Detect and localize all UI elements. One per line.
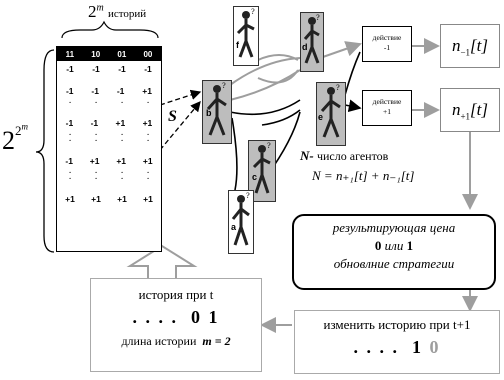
action-plus-box: действие +1	[362, 90, 412, 126]
agent-label-d: d	[302, 42, 308, 52]
strategies-count-label: 22m	[2, 122, 28, 155]
histories-count-label: 2m историй	[88, 2, 147, 21]
table-dots: ....	[68, 166, 150, 176]
history-t1-box: изменить историю при t+1 . . . . 1 0	[294, 310, 500, 374]
agent-f: ?	[233, 6, 259, 66]
agent-label-e: e	[318, 112, 324, 122]
table-dots: ....	[68, 172, 150, 182]
dashed-arrow-1	[159, 89, 202, 106]
table-dots: ....	[68, 134, 150, 144]
agent-label-b: b	[206, 108, 212, 118]
svg-text:?: ?	[336, 84, 340, 92]
history-t-values: . . . . 0 1	[132, 307, 220, 327]
table-row: +1+1+1+1	[65, 194, 153, 204]
strategy-table: 11 10 01 00 -1-1-1-1 -1-1-1+1 .... -1-1+…	[56, 46, 162, 252]
svg-text:?: ?	[246, 192, 250, 200]
count-plus-box: n+1[t]	[440, 88, 500, 132]
history-length: длина истории m = 2	[121, 334, 231, 348]
table-row: -1-1+1+1	[65, 118, 153, 128]
svg-text:?: ?	[222, 82, 226, 90]
stick-figure-icon: ?	[252, 142, 271, 194]
svg-text:?: ?	[267, 142, 271, 150]
count-minus-box: n−1[t]	[440, 24, 500, 68]
agent-count-caption: N- число агентов	[300, 148, 389, 163]
agent-label-c: c	[252, 172, 258, 182]
stick-figure-icon: ?	[231, 192, 250, 246]
table-row: -1-1-1+1	[65, 86, 152, 96]
agent-count-formula: N = n₊₁[t] + n₋₁[t]	[312, 168, 415, 183]
price-values: 0 или 1	[374, 238, 414, 253]
top-bracket	[61, 20, 159, 39]
history-t1-values: . . . . 1 0	[353, 337, 441, 357]
stick-figure-icon: ?	[206, 82, 227, 136]
stick-figure-icon: ?	[320, 84, 341, 138]
table-dots: ....	[68, 96, 150, 106]
stick-figure-icon: ?	[236, 8, 255, 58]
history-t-box: история при t . . . . 0 1 длина истории …	[90, 278, 262, 372]
agent-b: ?	[202, 80, 232, 144]
agent-label-a: a	[231, 222, 237, 232]
strategy-s-label: S	[168, 108, 177, 125]
agent-d: ?	[300, 12, 324, 72]
agent-a: ?	[228, 190, 254, 254]
svg-text:?: ?	[251, 8, 255, 16]
table-row: -1-1-1-1	[66, 64, 152, 74]
table-row: -1+1+1+1	[65, 156, 153, 166]
stick-figure-icon: ?	[303, 14, 320, 64]
svg-text:?: ?	[316, 14, 320, 22]
left-brace	[35, 49, 55, 253]
dashed-arrow-2	[159, 101, 201, 151]
resulting-price-box: результирующая цена 0 или 1 обновлние ст…	[292, 214, 496, 290]
table-dots: ....	[68, 128, 150, 138]
agent-e: ?	[316, 82, 346, 146]
strategy-table-header: 11 10 01 00	[57, 47, 161, 61]
action-minus-box: действие -1	[362, 26, 412, 62]
agent-label-f: f	[236, 40, 239, 50]
